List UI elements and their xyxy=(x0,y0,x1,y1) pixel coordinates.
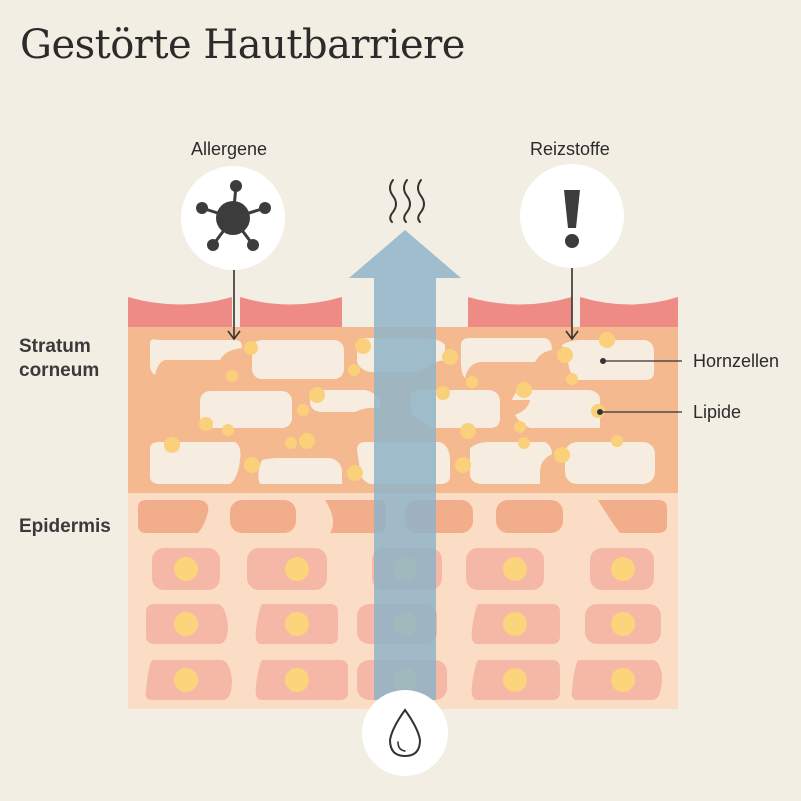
penetration-arrows xyxy=(227,268,579,341)
lipid-droplet xyxy=(518,437,530,449)
lipid-droplet xyxy=(299,433,315,449)
allergen-molecule-icon xyxy=(181,166,285,270)
skin-surface xyxy=(128,297,678,327)
moisture-loss-arrow xyxy=(349,230,461,700)
lipid-droplet xyxy=(244,457,260,473)
nucleus xyxy=(285,612,309,636)
lipid-droplet xyxy=(199,417,213,431)
lipid-droplet xyxy=(244,341,258,355)
nucleus xyxy=(611,612,635,636)
horn-cell xyxy=(258,458,342,484)
horn-cell xyxy=(512,390,600,428)
epidermis-cell xyxy=(598,500,667,533)
lipid-droplet xyxy=(285,437,297,449)
label-stratum-line1: Stratum xyxy=(19,336,91,357)
nucleus xyxy=(174,668,198,692)
surface-wave xyxy=(468,297,572,327)
nucleus xyxy=(174,557,198,581)
label-hornzellen: Hornzellen xyxy=(693,351,780,371)
lipid-droplet xyxy=(611,435,623,447)
pointer-dot xyxy=(600,358,606,364)
irritant-arrowhead xyxy=(565,330,579,341)
lipid-droplet xyxy=(355,338,371,354)
lipid-droplet xyxy=(348,364,360,376)
nucleus xyxy=(611,557,635,581)
nucleus xyxy=(503,557,527,581)
nucleus xyxy=(611,668,635,692)
surface-wave xyxy=(240,297,342,327)
lipid-droplet xyxy=(436,386,450,400)
lipid-droplet xyxy=(554,447,570,463)
exclamation-icon xyxy=(520,164,624,268)
horn-cell xyxy=(470,442,552,484)
nucleus xyxy=(285,668,309,692)
page-title: Gestörte Hautbarriere xyxy=(20,22,465,68)
lipid-droplet xyxy=(566,373,578,385)
nucleus xyxy=(174,612,198,636)
lipid-droplet xyxy=(455,457,471,473)
epidermis-cell xyxy=(325,500,386,533)
nucleus xyxy=(503,612,527,636)
horn-cell xyxy=(252,340,344,379)
label-lipide: Lipide xyxy=(693,402,742,422)
surface-wave xyxy=(128,297,232,327)
lipid-droplet xyxy=(164,437,180,453)
horn-cell xyxy=(150,339,242,375)
allergen-arrowhead xyxy=(227,330,241,341)
lipid-droplet xyxy=(599,332,615,348)
horn-cell xyxy=(565,442,655,484)
lipid-droplet xyxy=(297,404,309,416)
lipid-droplet xyxy=(460,423,476,439)
lipid-droplet xyxy=(226,370,238,382)
horn-cell xyxy=(310,390,380,412)
arrow-shape xyxy=(349,230,461,700)
epidermis-cell xyxy=(496,500,563,533)
horn-cell xyxy=(200,391,292,428)
lipid-droplet xyxy=(309,387,325,403)
evaporation-waves-icon xyxy=(389,179,425,223)
label-pointers xyxy=(600,360,682,413)
horn-cell xyxy=(562,340,654,380)
label-allergene: Allergene xyxy=(191,139,268,159)
label-reizstoffe: Reizstoffe xyxy=(530,139,610,159)
nucleus xyxy=(285,557,309,581)
horn-cell xyxy=(461,338,552,378)
nucleus xyxy=(503,668,527,692)
epidermis-cell xyxy=(230,500,296,533)
water-drop-icon xyxy=(362,690,448,776)
label-epidermis: Epidermis xyxy=(19,516,111,537)
lipid-droplet xyxy=(516,382,532,398)
lipid-droplet xyxy=(466,376,478,388)
lipid-droplet xyxy=(222,424,234,436)
surface-wave xyxy=(580,297,678,327)
lipid-droplet xyxy=(557,347,573,363)
lipid-droplet xyxy=(514,421,526,433)
lipid-droplet xyxy=(442,349,458,365)
pointer-dot xyxy=(597,409,603,415)
horn-cell xyxy=(150,442,241,484)
label-stratum-line2: corneum xyxy=(19,360,100,381)
lipid-droplet xyxy=(347,465,363,481)
label-stratum-corneum: Stratum corneum xyxy=(19,335,99,383)
epidermis-cell xyxy=(138,500,209,533)
